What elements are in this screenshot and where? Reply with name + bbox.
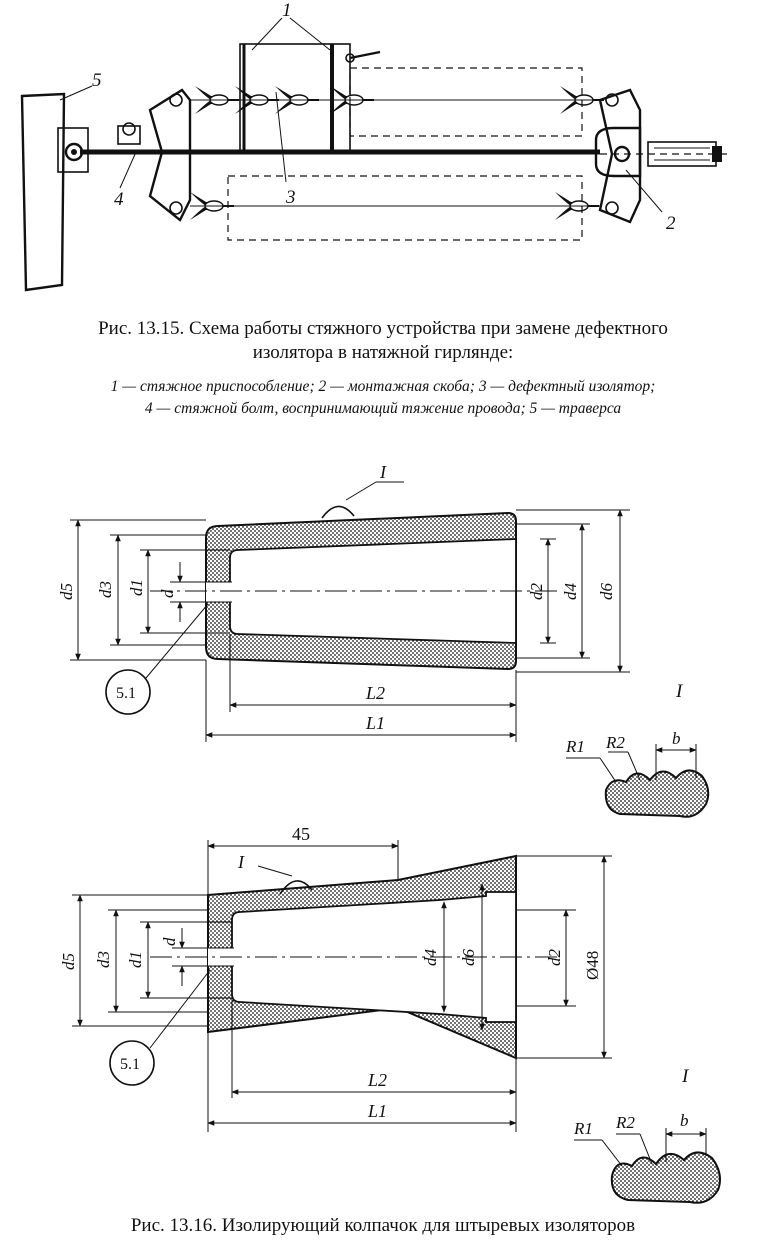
right-yoke-plate: [598, 88, 642, 224]
cap-top-L2: L2: [365, 683, 385, 703]
fig-13-15-legend-line1: 1 — стяжное приспособление; 2 — монтажна…: [110, 378, 656, 395]
label-1: 1: [282, 0, 292, 21]
cap-bottom-L1: L1: [367, 1101, 387, 1121]
cap-bottom-detail-title: I: [681, 1066, 690, 1087]
cap-bottom-L2: L2: [367, 1070, 387, 1090]
left-yoke-plate: [148, 88, 192, 222]
cap-drawing-top: I d5 d3 d1 d d2 d4 d6: [57, 462, 710, 818]
cap-bottom-d3: d3: [94, 951, 113, 968]
cap-top-d5: d5: [57, 583, 76, 600]
cap-top-d4: d4: [561, 583, 580, 601]
cap-bottom-callout-circle: [109, 1040, 155, 1086]
cap-bottom-d6: d6: [459, 949, 478, 967]
dashed-string-top: [349, 67, 583, 137]
label-2: 2: [666, 213, 676, 234]
insulator-string-top: [190, 85, 605, 115]
cap-bottom-callout: 5.1: [120, 1056, 140, 1073]
cap-bottom-d2: d2: [545, 949, 564, 967]
cap-bottom-d5: d5: [59, 953, 78, 970]
cap-top-b: b: [672, 729, 681, 748]
clamp-end: [647, 141, 717, 167]
cap-top-d2: d2: [527, 583, 546, 601]
fig-13-15-caption-line1: Рис. 13.15. Схема работы стяжного устрой…: [98, 318, 668, 339]
label-5: 5: [92, 70, 102, 91]
cap-top-d6: d6: [597, 583, 616, 601]
cap-bottom-d1: d1: [126, 951, 145, 968]
label-4: 4: [114, 189, 124, 210]
cap-top-R1: R1: [565, 737, 585, 756]
cap-bottom-R1: R1: [573, 1119, 593, 1138]
cap-bottom-detail-profile: [610, 1151, 721, 1204]
label-3: 3: [285, 187, 296, 208]
fig-13-15-caption-line2: изолятора в натяжной гирлянде:: [252, 342, 514, 363]
fig-13-16-caption: Рис. 13.16. Изолирующий колпачок для шты…: [130, 1215, 636, 1236]
cap-top-d3: d3: [96, 581, 115, 598]
cap-top-callout: 5.1: [116, 685, 136, 702]
cap-top-vent: [206, 582, 232, 602]
crossarm-traverse: [20, 92, 66, 292]
cap-top-detail-mark: I: [379, 462, 387, 482]
cap-drawing-bottom: I 45 d5 d3 d1 d d4 d6: [59, 824, 721, 1204]
cap-top-detail-profile: [604, 769, 710, 818]
cap-top-d: d: [158, 589, 177, 598]
cap-top-callout-circle: [105, 669, 151, 715]
bolt-nut: [117, 125, 141, 145]
cap-top-d1: d1: [127, 579, 146, 596]
cap-bottom-dim45: 45: [292, 824, 310, 844]
figure-13-15-tension-device: 1 2 3 4 5: [20, 0, 730, 292]
cap-top-L1: L1: [365, 713, 385, 733]
cap-bottom-phi48: Ø48: [583, 951, 602, 980]
dashed-string-bottom: [227, 175, 583, 241]
insulator-string-bottom: [189, 191, 600, 221]
cap-top-R2: R2: [605, 733, 625, 752]
cap-bottom-detail-mark: I: [237, 852, 245, 872]
cap-bottom-d4: d4: [421, 949, 440, 967]
cap-top-detail-title: I: [675, 681, 684, 702]
cap-bottom-R2: R2: [615, 1113, 635, 1132]
cap-bottom-d: d: [160, 937, 179, 946]
cap-bottom-b: b: [680, 1111, 689, 1130]
fig-13-15-legend-line2: 4 — стяжной болт, воспринимающий тяжение…: [144, 400, 622, 417]
mounting-bracket: [594, 126, 642, 178]
